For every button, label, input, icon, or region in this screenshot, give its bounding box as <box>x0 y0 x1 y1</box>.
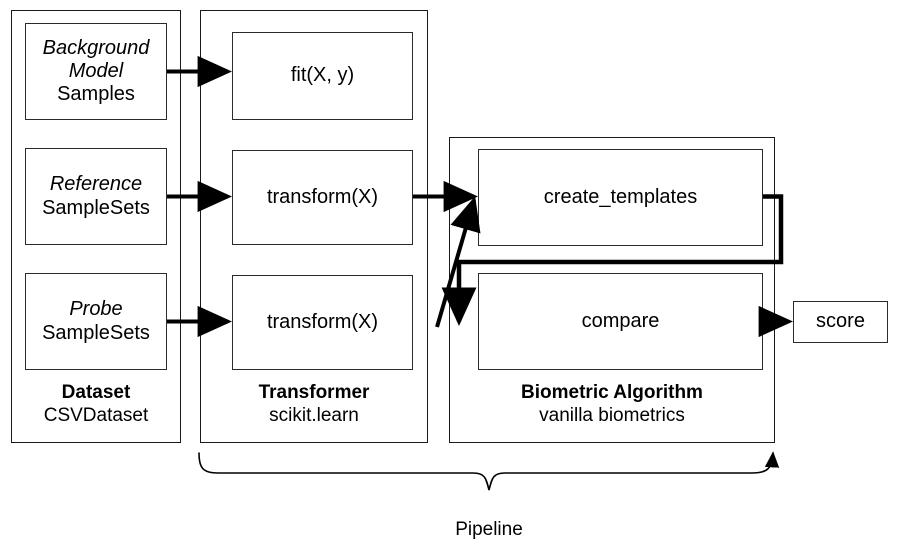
pipeline-label-text: Pipeline <box>455 519 523 540</box>
node-reference-samplesets-line1: Reference <box>49 173 143 196</box>
group-caption-transformer-title: Transformer <box>258 382 370 403</box>
node-compare[interactable]: compare <box>478 273 763 370</box>
group-caption-dataset-title: Dataset <box>61 382 131 403</box>
node-background-model-samples-line1: Background <box>42 36 150 59</box>
node-create-templates-label: create_templates <box>543 185 698 208</box>
group-caption-biometric-algorithm: Biometric Algorithm vanilla biometrics <box>449 382 775 428</box>
node-transform-probe[interactable]: transform(X) <box>232 275 413 370</box>
group-caption-transformer-sub: scikit.learn <box>269 404 359 426</box>
node-probe-samplesets[interactable]: Probe SampleSets <box>25 273 167 370</box>
group-container-dataset <box>11 10 181 443</box>
node-background-model-samples[interactable]: Background Model Samples <box>25 23 167 120</box>
node-reference-samplesets-line2: SampleSets <box>42 196 150 219</box>
node-reference-samplesets[interactable]: Reference SampleSets <box>25 148 167 245</box>
group-container-transformer <box>200 10 428 443</box>
node-fit-label: fit(X, y) <box>290 64 355 87</box>
node-fit[interactable]: fit(X, y) <box>232 32 413 120</box>
arrow-create-templates-to-compare-loop <box>441 194 784 327</box>
node-transform-reference-label: transform(X) <box>266 185 379 208</box>
node-transform-reference[interactable]: transform(X) <box>232 150 413 245</box>
pipeline-brace <box>198 451 780 491</box>
group-caption-transformer: Transformer scikit.learn <box>200 382 428 428</box>
group-caption-biometric-algorithm-sub: vanilla biometrics <box>539 404 685 426</box>
node-score[interactable]: score <box>793 301 888 343</box>
node-transform-probe-label: transform(X) <box>266 310 379 333</box>
group-caption-dataset: Dataset CSVDataset <box>11 382 181 428</box>
group-caption-biometric-algorithm-title: Biometric Algorithm <box>521 382 703 403</box>
node-score-label: score <box>816 310 865 333</box>
node-compare-label: compare <box>581 309 660 332</box>
node-create-templates[interactable]: create_templates <box>478 149 763 246</box>
node-probe-samplesets-line1: Probe <box>69 298 123 321</box>
node-probe-samplesets-line2: SampleSets <box>42 321 150 344</box>
node-background-model-samples-line2: Model <box>68 59 124 82</box>
group-caption-dataset-sub: CSVDataset <box>43 404 149 426</box>
node-background-model-samples-line3: Samples <box>57 83 135 106</box>
pipeline-label: Pipeline <box>389 519 589 541</box>
